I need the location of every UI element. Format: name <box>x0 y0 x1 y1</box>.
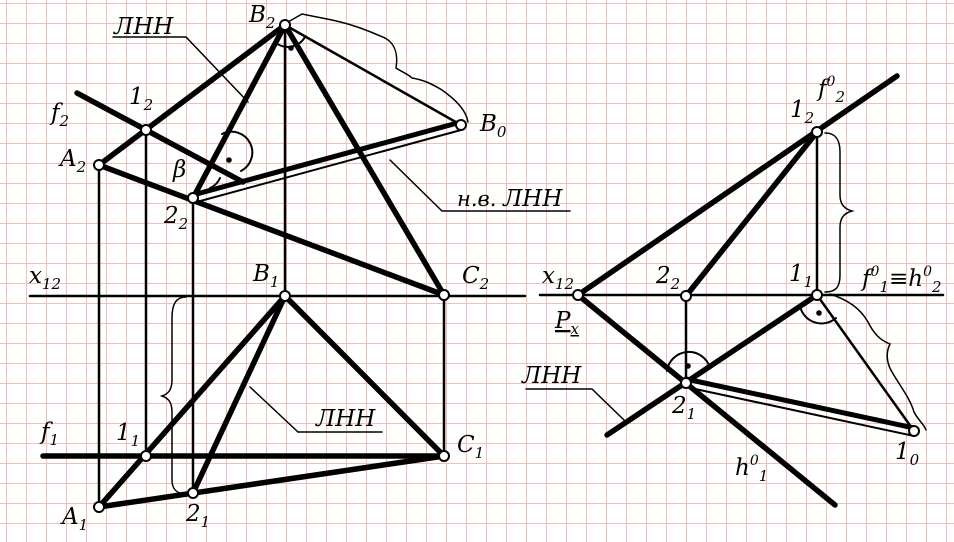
point-b2[interactable] <box>279 19 291 31</box>
label-a1: A1 <box>60 504 88 534</box>
label-x12-right: x12 <box>542 263 574 293</box>
leader-lnn-mid <box>249 386 299 433</box>
left-dots <box>226 45 294 163</box>
label-1-2-right: 12 <box>790 97 814 127</box>
label-1-1-left: 11 <box>116 420 140 450</box>
line-b2-2-2 <box>190 22 288 201</box>
label-1-2-left: 12 <box>129 84 153 114</box>
line-1-1-1-0 <box>815 293 916 433</box>
label-f1: f1 <box>39 419 59 449</box>
label-beta: β <box>172 157 186 183</box>
label-2-1-right: 21 <box>671 393 696 423</box>
point-2-2-right[interactable] <box>680 290 692 302</box>
label-2-2-left: 22 <box>163 203 188 233</box>
point-2-1-left[interactable] <box>187 487 199 499</box>
line-b2-b0 <box>283 23 463 127</box>
edge-a2-b2 <box>96 22 288 168</box>
point-c1[interactable] <box>438 450 450 462</box>
label-1-1-right: 11 <box>789 261 813 291</box>
label-1-0: 10 <box>895 439 920 469</box>
edge-a2-c2 <box>96 162 447 298</box>
right-angle-dot-2-1 <box>685 363 691 369</box>
point-b0[interactable] <box>455 119 467 131</box>
edge-a1-c1 <box>96 453 447 510</box>
trace-f0 <box>575 73 900 298</box>
label-b0: B0 <box>479 111 507 141</box>
point-px[interactable] <box>572 289 584 301</box>
brace-right-diagonal <box>829 293 927 431</box>
point-a1[interactable] <box>93 501 105 513</box>
label-c2: C2 <box>462 263 489 293</box>
label-a2: A2 <box>58 146 86 176</box>
point-a2[interactable] <box>93 159 105 171</box>
left-diagram <box>28 13 571 510</box>
point-2-1-right[interactable] <box>680 377 692 389</box>
label-b2: B2 <box>248 2 275 32</box>
frontal-f2 <box>74 90 246 185</box>
label-f0-2: f02 <box>816 74 845 106</box>
point-b1[interactable] <box>279 290 291 302</box>
edge-a1-b1 <box>96 293 288 510</box>
left-labels: ЛНН B2 12 f2 A2 β 22 B0 н.в. ЛНН x12 B1 … <box>29 2 563 534</box>
label-h0-1: h01 <box>735 453 768 485</box>
label-c1: C1 <box>457 432 484 462</box>
label-nv-lnn: н.в. ЛНН <box>457 186 563 212</box>
lnn-right <box>604 292 820 438</box>
label-lnn-mid: ЛНН <box>315 406 376 432</box>
brace-depth <box>159 296 187 495</box>
right-angle-arc-2-1 <box>666 350 711 372</box>
edge-b1-c1 <box>282 293 447 459</box>
brace-right-vertical <box>824 132 855 293</box>
label-lnn-top: ЛНН <box>113 14 174 40</box>
label-x12-left: x12 <box>29 263 61 293</box>
point-c2[interactable] <box>438 289 450 301</box>
left-points[interactable] <box>93 19 467 513</box>
label-lnn-right: ЛНН <box>521 363 582 389</box>
right-diagram <box>525 73 945 508</box>
right-angle-dot-b2 <box>288 45 294 51</box>
true-length-right-upper <box>683 376 917 431</box>
right-angle-arc-lnn <box>221 130 254 172</box>
point-1-2-right[interactable] <box>811 126 823 138</box>
leader-nv-lnn <box>389 159 571 212</box>
edge-b2-c2 <box>282 22 447 298</box>
leader-lnn-right <box>525 388 625 421</box>
point-1-2-left[interactable] <box>140 124 152 136</box>
true-length-line-lower <box>192 129 462 204</box>
point-1-1-right[interactable] <box>811 289 823 301</box>
angle-arc-beta <box>209 177 221 189</box>
label-f2: f2 <box>49 100 69 130</box>
right-points[interactable] <box>572 126 920 437</box>
line-2-2-1-2 <box>683 129 820 299</box>
trace-h0 <box>575 292 838 508</box>
label-b1: B1 <box>252 261 279 291</box>
right-angle-arc-1-1 <box>799 305 837 325</box>
label-f0-1-equiv-h0-2: f01≡h02 <box>860 264 942 296</box>
label-2-1-left: 21 <box>185 501 210 531</box>
true-length-line-upper <box>190 119 464 198</box>
true-length-right-lower <box>685 386 915 437</box>
line-b1-2-1 <box>190 293 288 496</box>
right-angle-dot-1-1 <box>816 310 822 316</box>
label-px: Px <box>554 308 579 338</box>
right-labels: f02 12 x12 22 11 f01≡h02 Px ЛНН 21 h01 1… <box>521 74 942 485</box>
leader-lnn-top <box>112 36 249 103</box>
point-1-0[interactable] <box>908 425 920 437</box>
right-angle-dot-lnn <box>226 157 232 163</box>
point-2-2-left[interactable] <box>187 192 199 204</box>
brace-b2-b0 <box>287 13 469 123</box>
label-2-2-right: 22 <box>655 263 680 293</box>
right-dots <box>685 310 822 369</box>
point-1-1-left[interactable] <box>140 450 152 462</box>
